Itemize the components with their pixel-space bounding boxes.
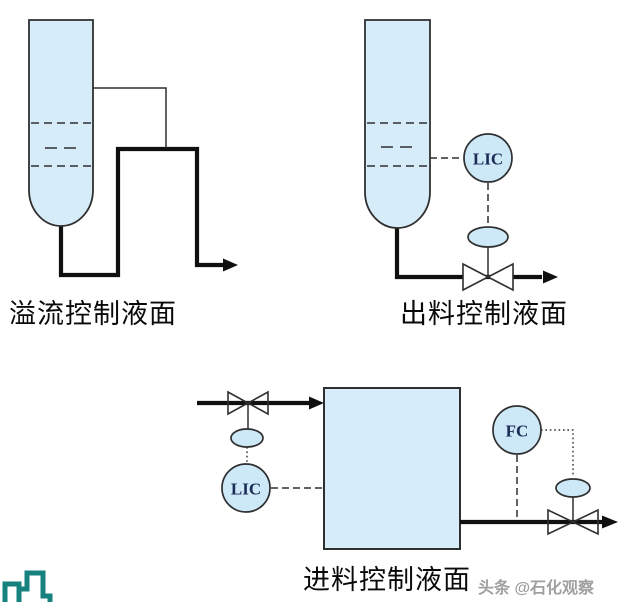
feed-valve-left [227,390,250,416]
caption-overflow-control: 溢流控制液面 [9,299,177,329]
flow-arrow [223,258,238,272]
outlet-valve-right [571,508,599,536]
overflow-diagram [28,19,238,278]
feed-valve-right [246,390,269,416]
toutiao-watermark: 头条 @石化观察 [478,580,595,597]
lic-tag: LIC [473,150,503,169]
flow-arrow [543,270,558,284]
caption-outlet-control: 出料控制液面 [400,299,568,329]
vessel-outlet [364,19,431,229]
lic-instrument-circle [221,463,271,513]
feed-arrow [309,396,324,410]
publisher-logo [2,570,53,602]
valve-actuator [467,226,509,248]
lic-tag: LIC [231,480,261,499]
fc-tag: FC [506,422,529,441]
tank [323,387,461,550]
outlet-valve-left [547,508,575,536]
caption-feed-control: 进料控制液面 [303,565,471,595]
outlet-arrow [602,515,618,529]
control-valve-left [462,262,490,292]
control-valve-right [486,262,514,292]
outlet-pipe [58,146,226,278]
feed-valve-actuator [230,428,264,448]
outlet-valve-actuator [555,478,591,498]
fc-output-signal-line [541,429,574,477]
overflow-seal-line [93,87,167,148]
outlet-control-diagram: LIC [364,19,558,292]
lic-instrument-circle [463,133,513,183]
feed-control-diagram: LIC FC [197,387,618,550]
